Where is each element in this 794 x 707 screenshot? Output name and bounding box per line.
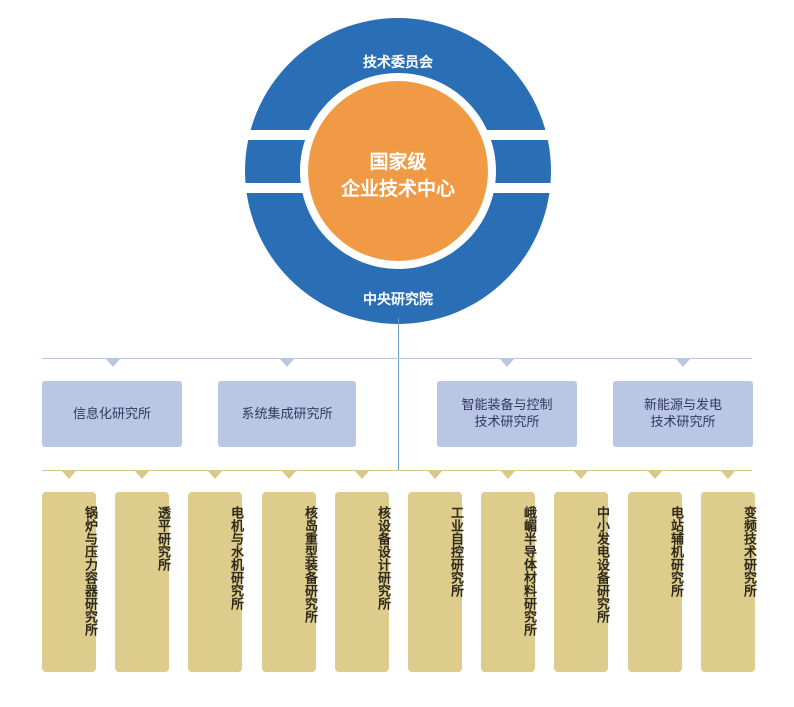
bottom-pointer-7 — [501, 471, 515, 479]
center-title-line2: 企业技术中心 — [340, 178, 455, 200]
central-research-institute-label: 中央研究院 — [363, 292, 433, 308]
middle-box-2: 系统集成研究所 — [218, 381, 356, 447]
bottom-box-1: 锅炉与压力容器研究所 — [42, 492, 97, 672]
bottom-box-5-label: 核设备设计研究所 — [375, 506, 390, 610]
bottom-pointer-2 — [135, 471, 149, 479]
bottom-box-3: 电机与水机研究所 — [188, 492, 243, 672]
technology-center-ring — [245, 18, 551, 324]
bottom-box-10: 变频技术研究所 — [701, 492, 756, 672]
bottom-box-2: 透平研究所 — [115, 492, 170, 672]
middle-pointer-1 — [106, 359, 120, 367]
bottom-box-6: 工业自控研究所 — [408, 492, 463, 672]
middle-box-2-line1: 系统集成研究所 — [241, 406, 333, 422]
bottom-tier-line — [42, 470, 752, 471]
middle-pointer-2 — [280, 359, 294, 367]
bottom-pointer-3 — [208, 471, 222, 479]
bottom-box-8-label: 中小发电设备研究所 — [594, 506, 609, 623]
center-circle — [308, 81, 488, 261]
bottom-pointer-1 — [62, 471, 76, 479]
bottom-pointer-5 — [355, 471, 369, 479]
bottom-pointer-9 — [648, 471, 662, 479]
middle-box-4: 新能源与发电 技术研究所 — [613, 381, 753, 447]
bottom-box-9-label: 电站辅机研究所 — [668, 506, 683, 597]
bottom-box-4-label: 核岛重型装备研究所 — [302, 506, 317, 623]
middle-box-3: 智能装备与控制 技术研究所 — [437, 381, 577, 447]
bottom-pointer-8 — [574, 471, 588, 479]
bottom-pointer-6 — [428, 471, 442, 479]
center-title-line1: 国家级 — [369, 151, 427, 173]
middle-box-3-line2: 技术研究所 — [474, 415, 540, 430]
bottom-box-4: 核岛重型装备研究所 — [262, 492, 317, 672]
middle-box-4-line2: 技术研究所 — [650, 415, 716, 430]
bottom-pointer-4 — [282, 471, 296, 479]
bottom-box-3-label: 电机与水机研究所 — [228, 506, 243, 610]
middle-tier-line — [42, 358, 752, 359]
main-connector-line — [398, 318, 399, 470]
middle-box-1-line1: 信息化研究所 — [72, 406, 151, 422]
technical-committee-label: 技术委员会 — [363, 55, 433, 71]
middle-box-1: 信息化研究所 — [42, 381, 182, 447]
bottom-box-10-label: 变频技术研究所 — [741, 506, 756, 597]
bottom-box-7-label: 峨嵋半导体材料研究所 — [521, 506, 536, 636]
bottom-box-7: 峨嵋半导体材料研究所 — [481, 492, 536, 672]
bottom-box-8: 中小发电设备研究所 — [554, 492, 609, 672]
bottom-box-2-label: 透平研究所 — [155, 506, 170, 571]
middle-box-3-line1: 智能装备与控制 — [461, 398, 553, 413]
bottom-pointer-10 — [721, 471, 735, 479]
bottom-box-5: 核设备设计研究所 — [335, 492, 390, 672]
middle-box-4-line1: 新能源与发电 — [643, 398, 722, 413]
middle-pointer-3 — [500, 359, 514, 367]
bottom-box-6-label: 工业自控研究所 — [448, 506, 463, 597]
middle-pointer-4 — [676, 359, 690, 367]
bottom-box-9: 电站辅机研究所 — [628, 492, 683, 672]
bottom-box-1-label: 锅炉与压力容器研究所 — [82, 506, 97, 636]
